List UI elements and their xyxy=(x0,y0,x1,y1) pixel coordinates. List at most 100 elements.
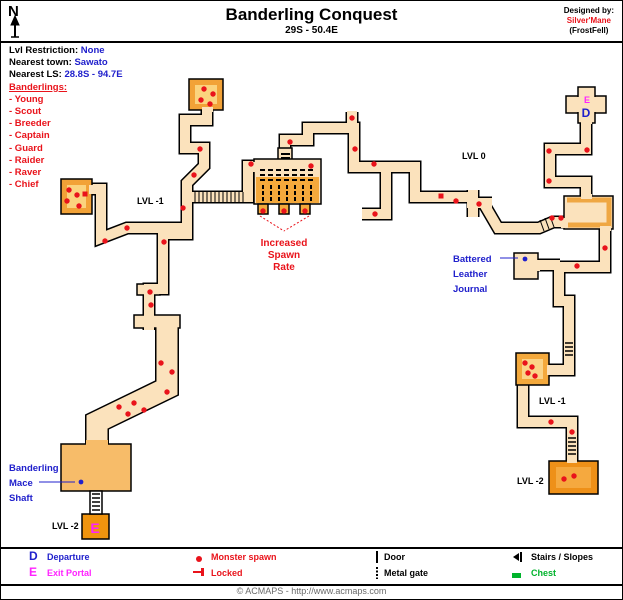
monster-spawn-dot xyxy=(549,215,555,221)
monster-spawn-dot xyxy=(569,429,575,435)
banderling-type: - Raider xyxy=(9,154,45,166)
monster-spawn-dot xyxy=(602,245,608,251)
ladder-east-upper xyxy=(565,342,573,356)
stairs-hatching xyxy=(194,192,244,202)
monster-spawn-dot xyxy=(116,404,122,410)
doorway-patches xyxy=(86,107,611,463)
designer-credit: Designed by: Silver'Mane (FrostFell) xyxy=(564,6,614,36)
monster-spawn-dot xyxy=(453,198,459,204)
monster-spawn-dot xyxy=(548,419,554,425)
metal-gates xyxy=(260,153,313,201)
copyright-notice: © ACMAPS - http://www.acmaps.com xyxy=(236,586,387,596)
north-label: N xyxy=(8,3,19,20)
lvl-restriction-row: Lvl Restriction: None xyxy=(9,45,123,57)
monster-spawn-dot xyxy=(529,364,535,370)
banderling-type: - Guard xyxy=(9,142,43,154)
monster-spawn-dot xyxy=(546,148,552,154)
designed-by-label: Designed by: xyxy=(563,6,614,15)
increased-spawn-label: Spawn xyxy=(268,250,300,261)
journal-label: Battered xyxy=(453,254,492,265)
monster-spawn-legend-icon xyxy=(196,554,202,564)
monster-spawn-dot xyxy=(197,146,203,152)
monster-spawn-dot xyxy=(584,147,590,153)
increased-spawn-label: Increased xyxy=(261,238,308,249)
nearest-ls-label: Nearest LS: xyxy=(9,69,62,81)
monster-spawn-dot xyxy=(180,205,186,211)
lvl-restriction-label: Lvl Restriction: xyxy=(9,45,79,56)
monster-spawn-dot xyxy=(561,476,567,482)
nearest-town-row: Nearest town: Sawato xyxy=(9,57,123,69)
monster-spawn-dot xyxy=(102,238,108,244)
monster-spawn-dot xyxy=(210,91,216,97)
monster-spawn-dot xyxy=(131,400,137,406)
monster-spawn-dot xyxy=(66,187,72,193)
header-divider xyxy=(1,41,622,43)
map-label-lvl-2-east: LVL -2 xyxy=(517,476,544,486)
monster-spawn-dot xyxy=(371,161,377,167)
monster-spawn-dot xyxy=(525,370,531,376)
monster-spawn-legend-label: Monster spawn xyxy=(211,552,277,562)
banderling-type: - Captain xyxy=(9,130,50,142)
nearest-town-label: Nearest town: xyxy=(9,57,72,69)
monster-spawn-dot xyxy=(476,201,482,207)
locked-legend-icon xyxy=(193,567,205,579)
monster-spawn-dot xyxy=(161,239,167,245)
mace-shaft-label: Shaft xyxy=(9,493,34,504)
monster-spawn-dot xyxy=(558,215,564,221)
monster-spawn-dot xyxy=(201,86,207,92)
page-title: Banderling Conquest xyxy=(225,5,398,24)
exit-portal-legend-icon: E xyxy=(29,565,38,579)
door-legend-label: Door xyxy=(384,552,405,562)
item-marker xyxy=(522,256,528,262)
increased-spawn-callout xyxy=(259,215,310,232)
ladder-east-lower xyxy=(568,437,576,455)
banderling-type: - Scout xyxy=(9,106,42,118)
map-label-lvl-1-east: LVL -1 xyxy=(539,396,566,406)
map-coordinates: 29S - 50.4E xyxy=(285,25,338,36)
north-arrow-icon xyxy=(10,14,20,38)
chest-legend-icon xyxy=(512,570,521,580)
chest-legend-label: Chest xyxy=(531,568,557,578)
monster-spawn-dot xyxy=(281,208,287,214)
monster-spawn-dot xyxy=(148,302,154,308)
item-marker xyxy=(78,479,84,485)
door-legend-icon xyxy=(374,551,380,565)
monster-spawn-dot xyxy=(74,192,80,198)
metal-gate-legend-icon xyxy=(374,567,380,581)
stairs-legend-label: Stairs / Slopes xyxy=(531,552,594,562)
monster-spawn-dot xyxy=(125,411,131,417)
departure-legend-icon: D xyxy=(29,549,38,563)
locked-marker xyxy=(438,193,444,199)
monster-spawn-points xyxy=(64,86,608,482)
locked-points xyxy=(82,191,444,199)
ladder-southwest xyxy=(89,490,103,515)
monster-spawn-dot xyxy=(158,360,164,366)
mace-shaft-label: Mace xyxy=(9,478,33,489)
departure-marker: D xyxy=(582,106,591,120)
monster-spawn-dot xyxy=(522,360,528,366)
locked-legend-label: Locked xyxy=(211,568,243,578)
monster-spawn-dot xyxy=(571,473,577,479)
monster-spawn-dot xyxy=(169,369,175,375)
monster-spawn-dot xyxy=(147,289,153,295)
locked-marker xyxy=(82,191,88,197)
legend-bottom-divider xyxy=(1,584,622,586)
lvl-restriction-value: None xyxy=(80,45,105,56)
monster-spawn-dot xyxy=(532,373,538,379)
monster-spawn-dot xyxy=(248,161,254,167)
exit-portal-marker-top: E xyxy=(584,95,590,105)
monster-spawn-dot xyxy=(546,178,552,184)
monster-spawn-dot xyxy=(124,225,130,231)
designer-world: (FrostFell) xyxy=(569,26,609,35)
journal-label: Leather xyxy=(453,269,488,280)
monster-spawn-dot xyxy=(76,203,82,209)
monster-spawn-dot xyxy=(308,163,314,169)
monster-spawn-dot xyxy=(352,146,358,152)
monster-spawn-dot xyxy=(349,115,355,121)
monster-spawn-dot xyxy=(191,172,197,178)
monster-spawn-dot xyxy=(574,263,580,269)
nearest-ls-row: Nearest LS: 28.8S - 94.7E xyxy=(9,69,123,81)
banderlings-heading: Banderlings: xyxy=(9,81,68,93)
item-points xyxy=(78,256,528,485)
departure-legend-label: Departure xyxy=(47,552,90,562)
